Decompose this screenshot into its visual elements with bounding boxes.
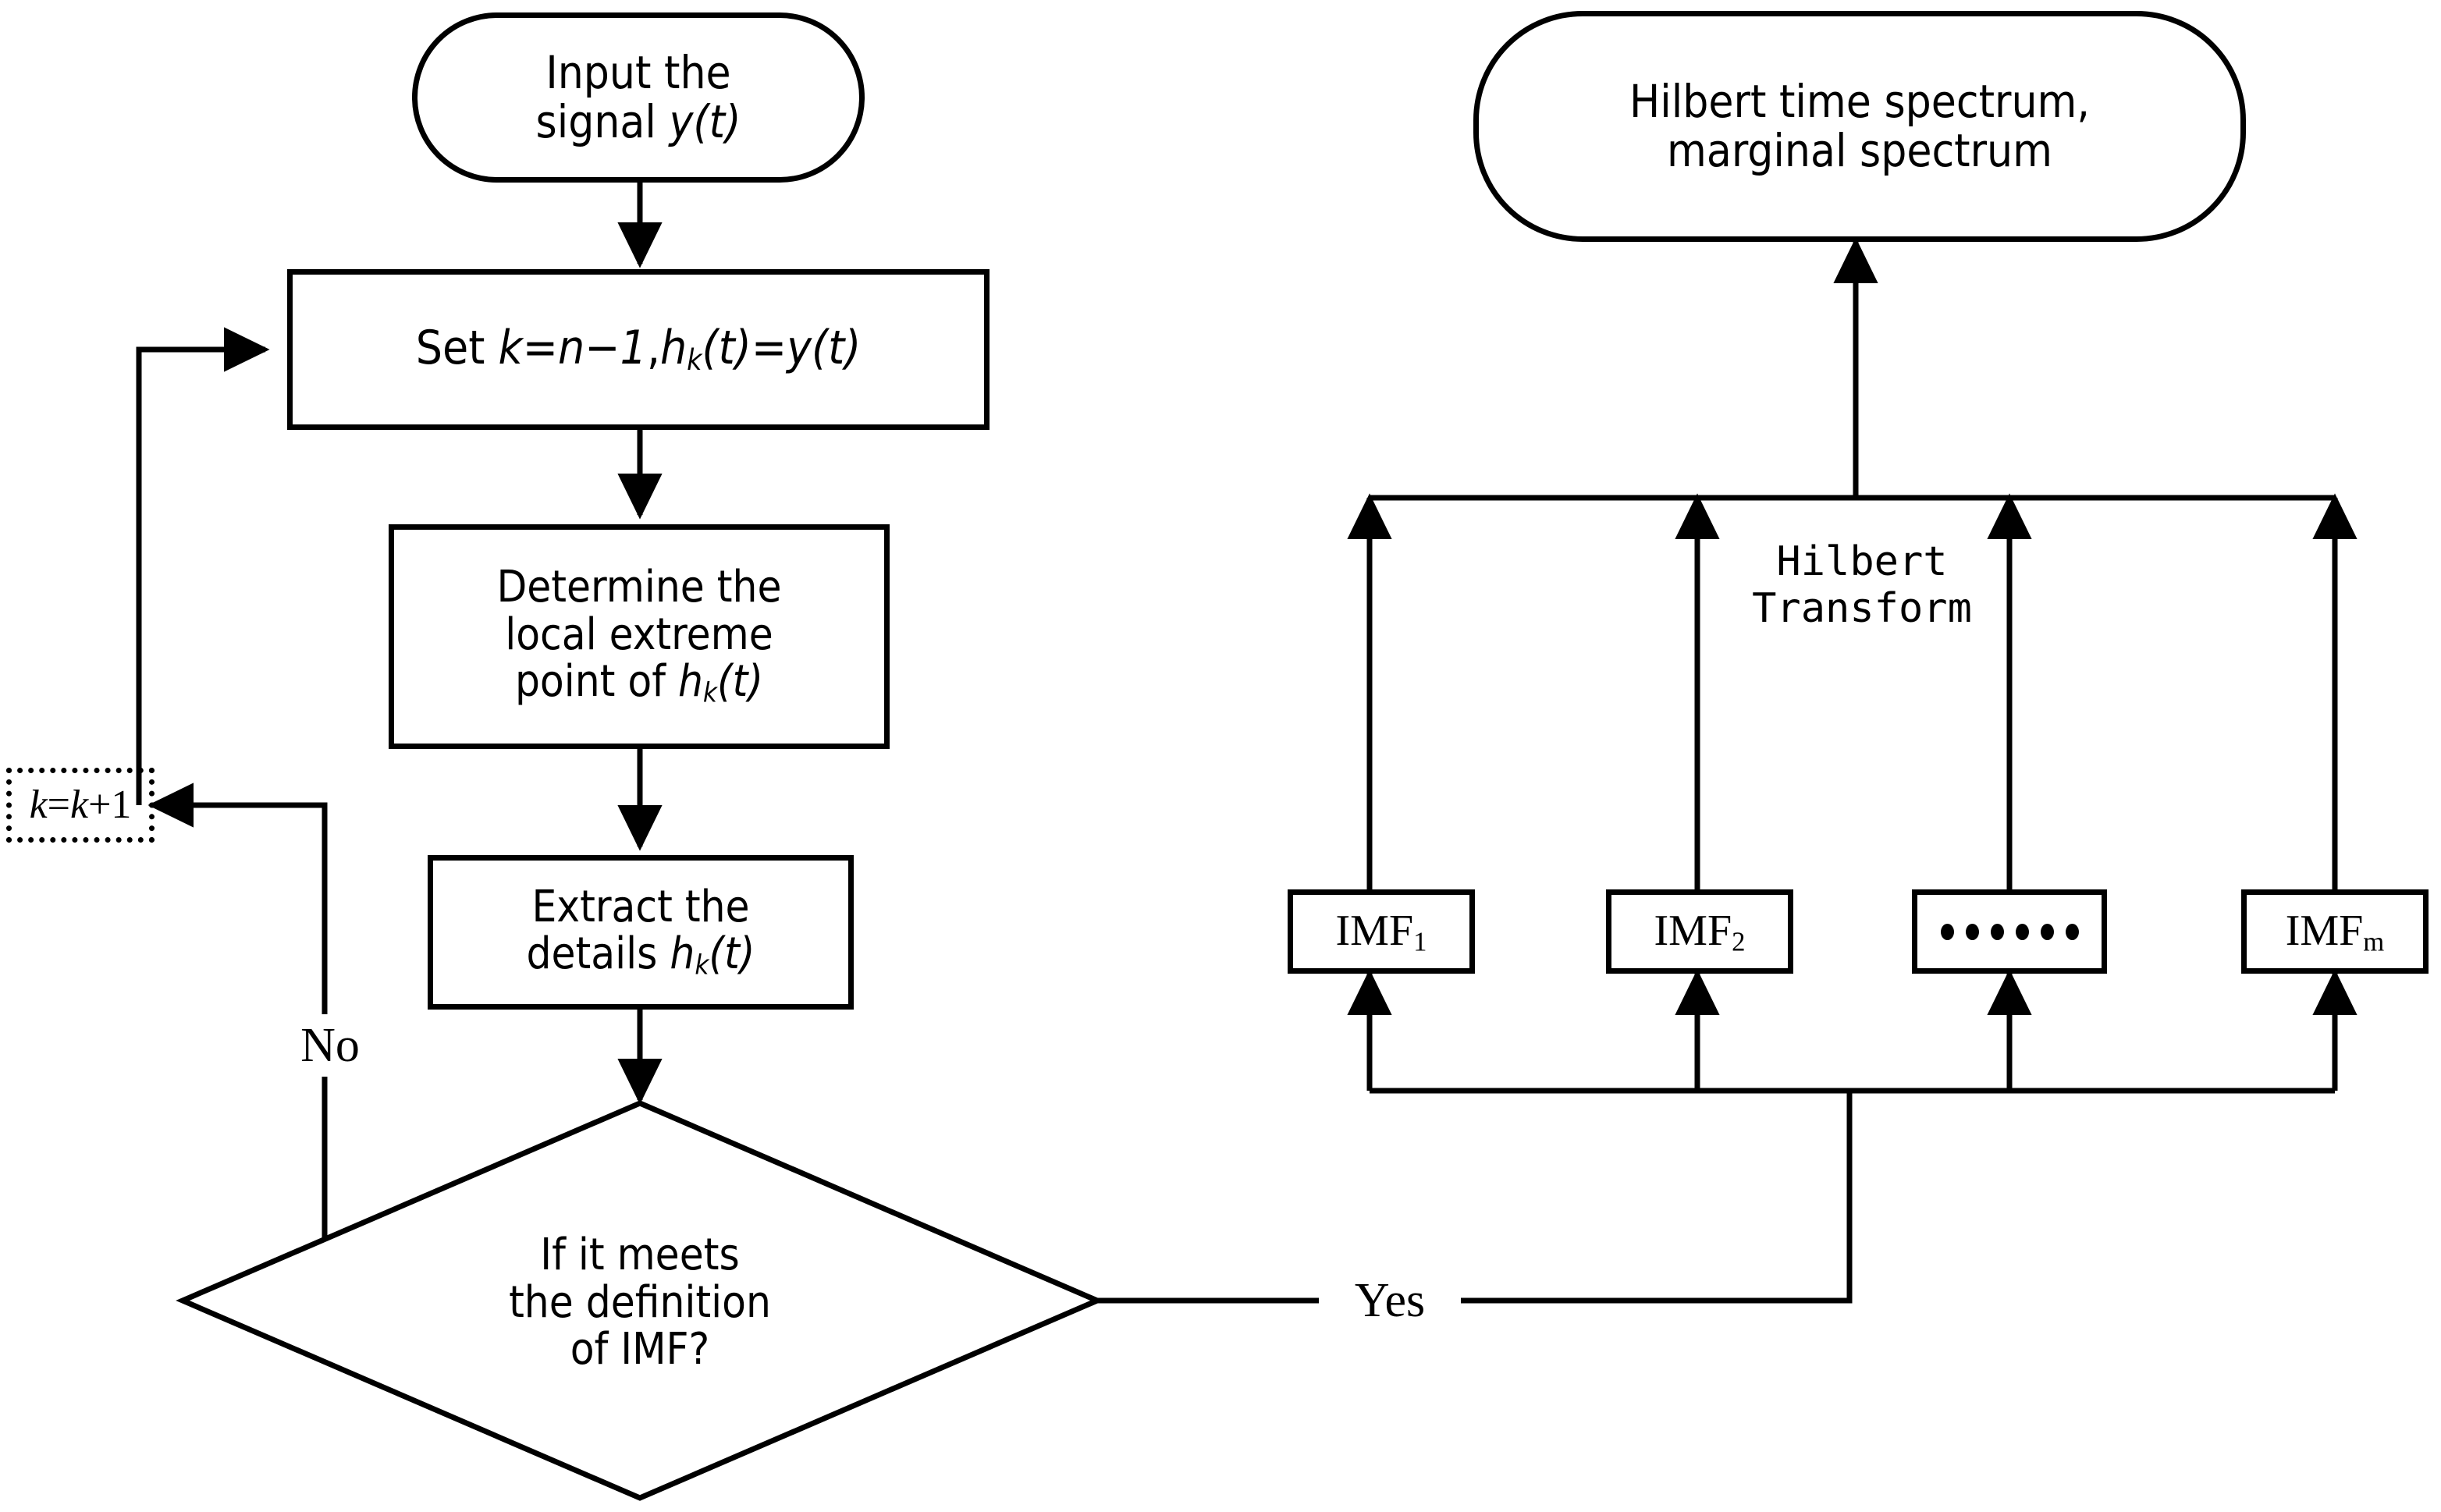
node-imf-2[interactable]: IMF2 <box>1606 889 1793 974</box>
edge-yes-branch <box>1097 1091 1853 1304</box>
imf-1-label: IMF1 <box>1335 906 1427 957</box>
edge-label-hilbert-transform: Hilbert Transform <box>1752 538 1972 632</box>
node-increment-k[interactable]: k=k+1 <box>6 768 155 843</box>
input-signal-line2: signal y(t) <box>535 95 741 148</box>
node-decision-imf[interactable]: If it meets the definition of IMF? <box>398 1194 882 1412</box>
increment-k-text: k=k+1 <box>29 782 132 827</box>
edge-label-no: No <box>275 1014 386 1077</box>
node-set-initialization[interactable]: Set k=n−1,hk(t)=y(t) <box>287 269 990 430</box>
extract-line2: details hk(t) <box>526 928 755 981</box>
imf-2-label: IMF2 <box>1654 906 1746 957</box>
edge-feedback-to-set <box>136 327 270 805</box>
determine-line3: point of hk(t) <box>514 656 764 710</box>
determine-line2: local extreme <box>505 609 773 660</box>
ellipsis-icon <box>1940 923 2079 940</box>
input-signal-line1: Input the <box>545 46 731 100</box>
node-determine-extreme[interactable]: Determine the local extreme point of hk(… <box>389 524 890 749</box>
decision-diamond-shape <box>176 1100 1104 1501</box>
decision-line3: of IMF? <box>570 1324 710 1375</box>
node-imf-1[interactable]: IMF1 <box>1288 889 1475 974</box>
set-init-text: Set k=n−1,hk(t)=y(t) <box>415 321 862 378</box>
determine-line1: Determine the <box>496 562 782 613</box>
node-imf-m[interactable]: IMFm <box>2241 889 2429 974</box>
node-input-signal[interactable]: Input the signal y(t) <box>412 12 865 183</box>
hilbert-output-line1: Hilbert time spectrum, <box>1629 75 2090 129</box>
node-imf-ellipsis[interactable] <box>1912 889 2107 974</box>
hilbert-output-line2: marginal spectrum <box>1667 124 2052 177</box>
input-signal-variable: y(t) <box>669 95 741 148</box>
extract-line1: Extract the <box>531 881 750 932</box>
imf-m-label: IMFm <box>2285 906 2385 957</box>
decision-line1: If it meets <box>540 1230 740 1281</box>
edge-label-yes: Yes <box>1319 1268 1461 1333</box>
node-hilbert-output[interactable]: Hilbert time spectrum, marginal spectrum <box>1473 11 2246 242</box>
node-extract-details[interactable]: Extract the details hk(t) <box>428 855 854 1010</box>
decision-line2: the definition <box>509 1276 771 1328</box>
